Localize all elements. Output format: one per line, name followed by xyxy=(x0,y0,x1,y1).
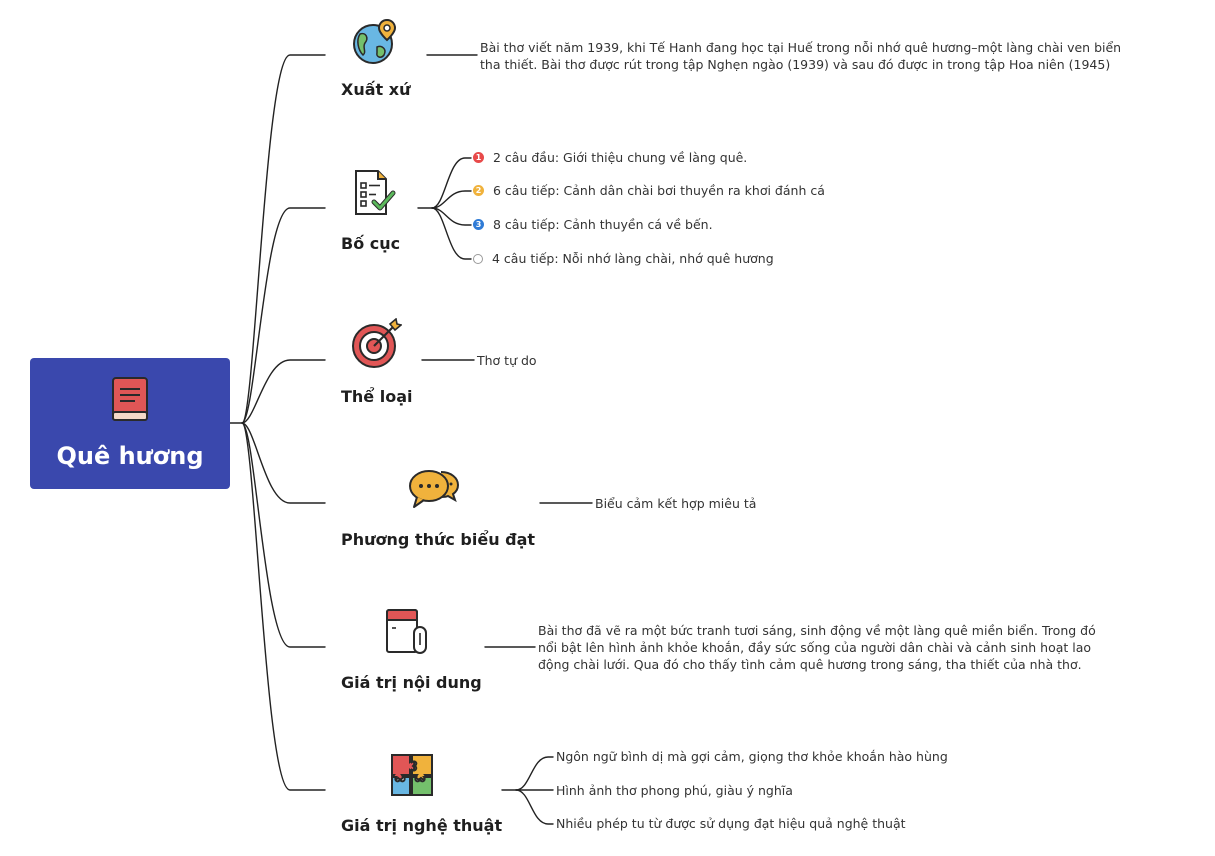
connector-root-the-loai xyxy=(241,359,326,424)
root-title: Quê hương xyxy=(56,442,204,470)
branch-title-phuong-thuc[interactable]: Phương thức biểu đạt xyxy=(341,530,536,549)
root-node[interactable]: Quê hương xyxy=(30,358,230,489)
chat-bubbles-icon xyxy=(409,470,460,508)
nghe-thuat-item-1: Ngôn ngữ bình dị mà gợi cảm, giọng thơ k… xyxy=(556,749,948,764)
connector-bo-cuc-item-3 xyxy=(431,207,472,226)
branch-title-bo-cuc[interactable]: Bố cục xyxy=(341,234,401,253)
number-marker-1-icon: 1 xyxy=(473,152,484,163)
connector-bo-cuc-item-1 xyxy=(431,157,472,209)
connector-root-xuat-xu xyxy=(229,54,326,424)
connector-root-phuong-thuc xyxy=(241,422,326,504)
the-loai-text: Thơ tự do xyxy=(477,353,537,368)
globe-pin-icon xyxy=(353,18,397,64)
branch-title-nghe-thuat[interactable]: Giá trị nghệ thuật xyxy=(341,816,503,835)
target-icon xyxy=(352,318,402,368)
branch-title-xuat-xu[interactable]: Xuất xứ xyxy=(341,80,411,99)
nghe-thuat-item-2: Hình ảnh thơ phong phú, giàu ý nghĩa xyxy=(556,783,793,798)
puzzle-icon xyxy=(391,754,433,796)
number-marker-3-icon: 3 xyxy=(473,219,484,230)
connector-root-nghe-thuat xyxy=(241,422,326,791)
connector-nghe-thuat-item-3 xyxy=(515,789,554,825)
connector-bo-cuc-item-4 xyxy=(431,207,472,260)
nghe-thuat-item-3: Nhiều phép tu từ được sử dụng đạt hiệu q… xyxy=(556,816,906,831)
number-marker-2-icon: 2 xyxy=(473,185,484,196)
notebook-icon xyxy=(386,609,427,654)
phuong-thuc-text: Biểu cảm kết hợp miêu tả xyxy=(595,496,757,511)
connector-bo-cuc-item-2 xyxy=(431,190,472,209)
noi-dung-text: Bài thơ đã vẽ ra một bức tranh tươi sáng… xyxy=(538,623,1096,672)
xuat-xu-text: Bài thơ viết năm 1939, khi Tế Hanh đang … xyxy=(480,40,1122,72)
connector-root-bo-cuc xyxy=(241,207,326,424)
connector-root-noi-dung xyxy=(241,422,326,648)
bo-cuc-item-4: 4 câu tiếp: Nỗi nhớ làng chài, nhớ quê h… xyxy=(473,251,774,266)
branch-title-the-loai[interactable]: Thể loại xyxy=(341,387,413,406)
connector-nghe-thuat-item-1 xyxy=(515,756,554,791)
book-icon xyxy=(112,377,148,421)
checklist-icon xyxy=(355,170,396,215)
empty-marker-icon xyxy=(473,253,483,264)
branch-title-noi-dung[interactable]: Giá trị nội dung xyxy=(341,673,482,692)
